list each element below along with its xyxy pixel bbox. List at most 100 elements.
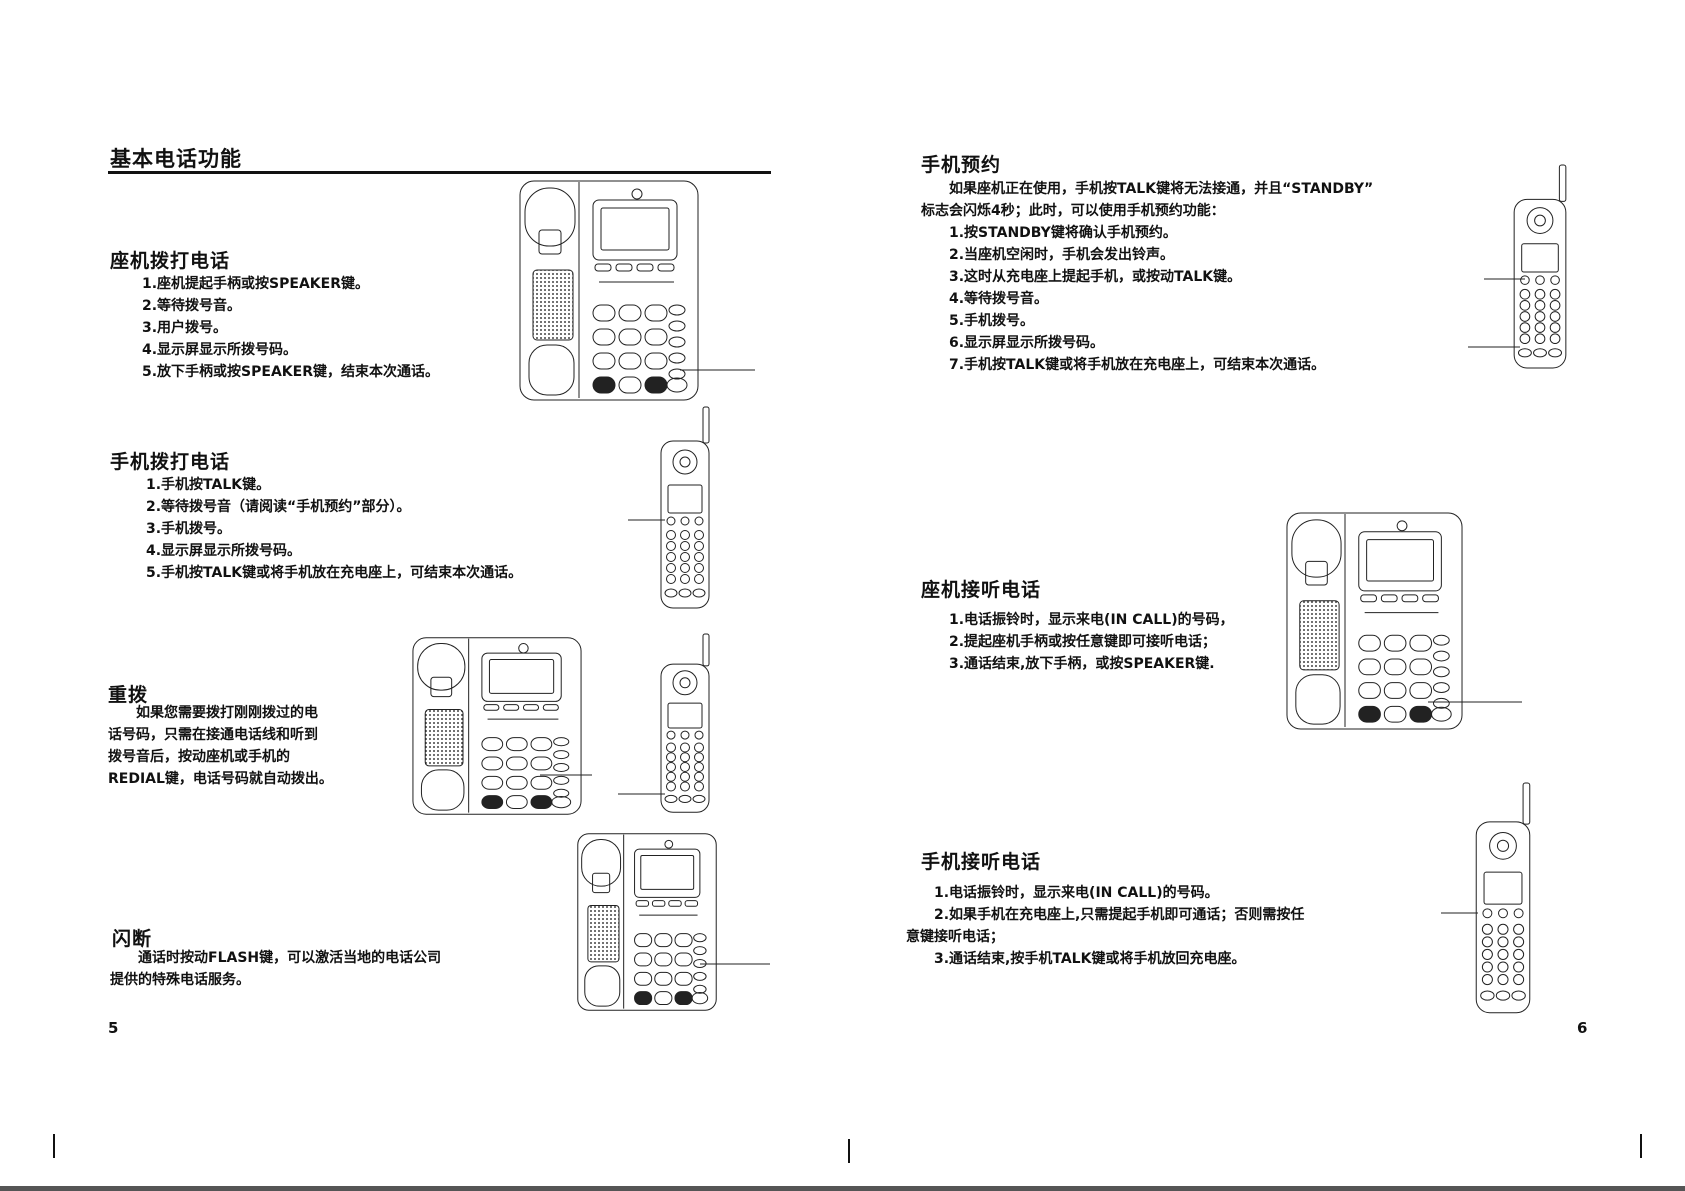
side-key <box>1433 697 1450 709</box>
earpiece-center <box>679 456 691 468</box>
nav-key <box>666 516 676 526</box>
keypad-key <box>674 952 693 967</box>
text-line: 4.显示屏显示所拨号码。 <box>142 342 298 358</box>
handset-screen <box>667 702 703 729</box>
text-line: 2.如果手机在充电座上,只需提起手机即可通话；否则需按任 <box>906 907 1305 923</box>
keypad-key <box>680 541 690 551</box>
keypad-key <box>1497 948 1509 960</box>
keypad-key <box>618 376 642 394</box>
text-line: 5.放下手柄或按SPEAKER键，结束本次通话。 <box>142 364 439 380</box>
keypad-key <box>694 742 704 753</box>
bottom-key <box>1495 990 1511 1001</box>
bottom-key <box>678 588 692 598</box>
lcd-screen <box>640 855 695 890</box>
keypad-key <box>481 756 504 771</box>
keypad-key <box>1497 961 1509 973</box>
nav-key <box>1520 275 1530 285</box>
keypad-key <box>674 991 693 1006</box>
function-key <box>615 263 633 272</box>
earpiece-center <box>679 677 691 689</box>
bottom-key <box>1511 990 1526 1001</box>
section-text-handset-dial: 1.手机按TALK键。 2.等待拨号音（请阅读“手机预约”部分）。 3.手机拨号… <box>146 474 522 584</box>
bottom-key <box>1533 348 1547 358</box>
handset-body <box>660 663 710 813</box>
keypad-key <box>666 771 676 782</box>
keypad-key <box>680 752 690 763</box>
text-line: 通话时按动FLASH键，可以激活当地的电话公司 <box>110 950 442 966</box>
speaker-grille <box>587 904 620 963</box>
handset-screen <box>667 484 703 514</box>
text-line: 1.手机按TALK键。 <box>146 477 271 493</box>
handset-illustration <box>1475 782 1531 1014</box>
keypad-key <box>1519 322 1531 333</box>
keypad-key <box>666 530 676 540</box>
text-line: REDIAL键，电话号码就自动拨出。 <box>108 771 333 787</box>
keypad-key <box>530 737 553 752</box>
side-key <box>1433 650 1450 662</box>
keypad-key <box>680 781 690 792</box>
handset-screen <box>1483 871 1523 905</box>
keypad-key <box>694 762 704 773</box>
keypad-key <box>666 552 676 562</box>
keypad-key <box>1513 961 1525 973</box>
brand-logo <box>518 643 529 654</box>
function-key <box>594 263 612 272</box>
keypad-key <box>481 775 504 790</box>
speaker-grille <box>424 708 464 767</box>
lcd-frame <box>634 848 701 898</box>
handset-earpiece <box>1291 519 1342 578</box>
bottom-key <box>692 588 706 598</box>
keypad-key <box>505 775 528 790</box>
earpiece <box>672 670 698 696</box>
function-key <box>636 263 654 272</box>
nav-key <box>1482 908 1493 919</box>
side-key <box>693 984 707 994</box>
antenna <box>1558 164 1567 202</box>
keypad-key <box>666 762 676 773</box>
keypad-key <box>1534 300 1546 311</box>
handset-clip <box>538 229 562 255</box>
scan-edge <box>0 1186 1685 1191</box>
brand-logo <box>1396 520 1408 532</box>
keypad-key <box>1383 705 1407 723</box>
keypad-key <box>666 752 676 763</box>
keypad-key <box>618 328 642 346</box>
lcd-frame <box>592 199 678 261</box>
brand-logo <box>664 839 674 849</box>
handset-earpiece <box>581 838 622 887</box>
keypad-key <box>530 756 553 771</box>
keypad-key <box>1383 682 1407 699</box>
keypad-key <box>1549 288 1561 300</box>
keypad-key <box>694 781 704 792</box>
section-text-flash: 通话时按动FLASH键，可以激活当地的电话公司 提供的特殊电话服务。 <box>110 947 441 991</box>
text-line: 拨号音后，按动座机或手机的 <box>108 749 290 765</box>
handset-mouthpiece <box>584 965 621 1007</box>
keypad-key <box>644 328 668 346</box>
function-key <box>522 704 540 711</box>
handset-illustration <box>660 633 710 813</box>
bottom-key <box>1517 348 1532 358</box>
crop-mark-left <box>53 1134 55 1158</box>
bottom-key <box>664 588 678 598</box>
keypad-key <box>680 563 690 573</box>
earpiece <box>672 449 698 475</box>
keypad-key <box>592 352 616 370</box>
section-heading-base-dial: 座机拨打电话 <box>110 250 231 272</box>
keypad-key <box>694 574 704 584</box>
text-line: 话号码，只需在接通电话线和听到 <box>108 727 318 743</box>
text-line: 4.显示屏显示所拨号码。 <box>146 543 302 559</box>
function-key <box>1360 594 1377 603</box>
keypad-key <box>1409 705 1433 723</box>
side-key <box>668 320 686 332</box>
text-line: 7.手机按TALK键或将手机放在充电座上，可结束本次通话。 <box>921 357 1326 373</box>
text-line: 1.电话振铃时，显示来电(IN CALL)的号码， <box>921 612 1234 628</box>
function-key <box>542 704 559 711</box>
keypad-key <box>1549 311 1561 322</box>
handset-mouthpiece <box>528 344 575 396</box>
nav-key <box>1550 275 1560 285</box>
speaker-key <box>551 795 572 809</box>
nav-key <box>1535 275 1545 285</box>
keypad-key <box>1358 658 1381 676</box>
function-key <box>1401 594 1419 603</box>
keypad-key <box>618 304 642 322</box>
